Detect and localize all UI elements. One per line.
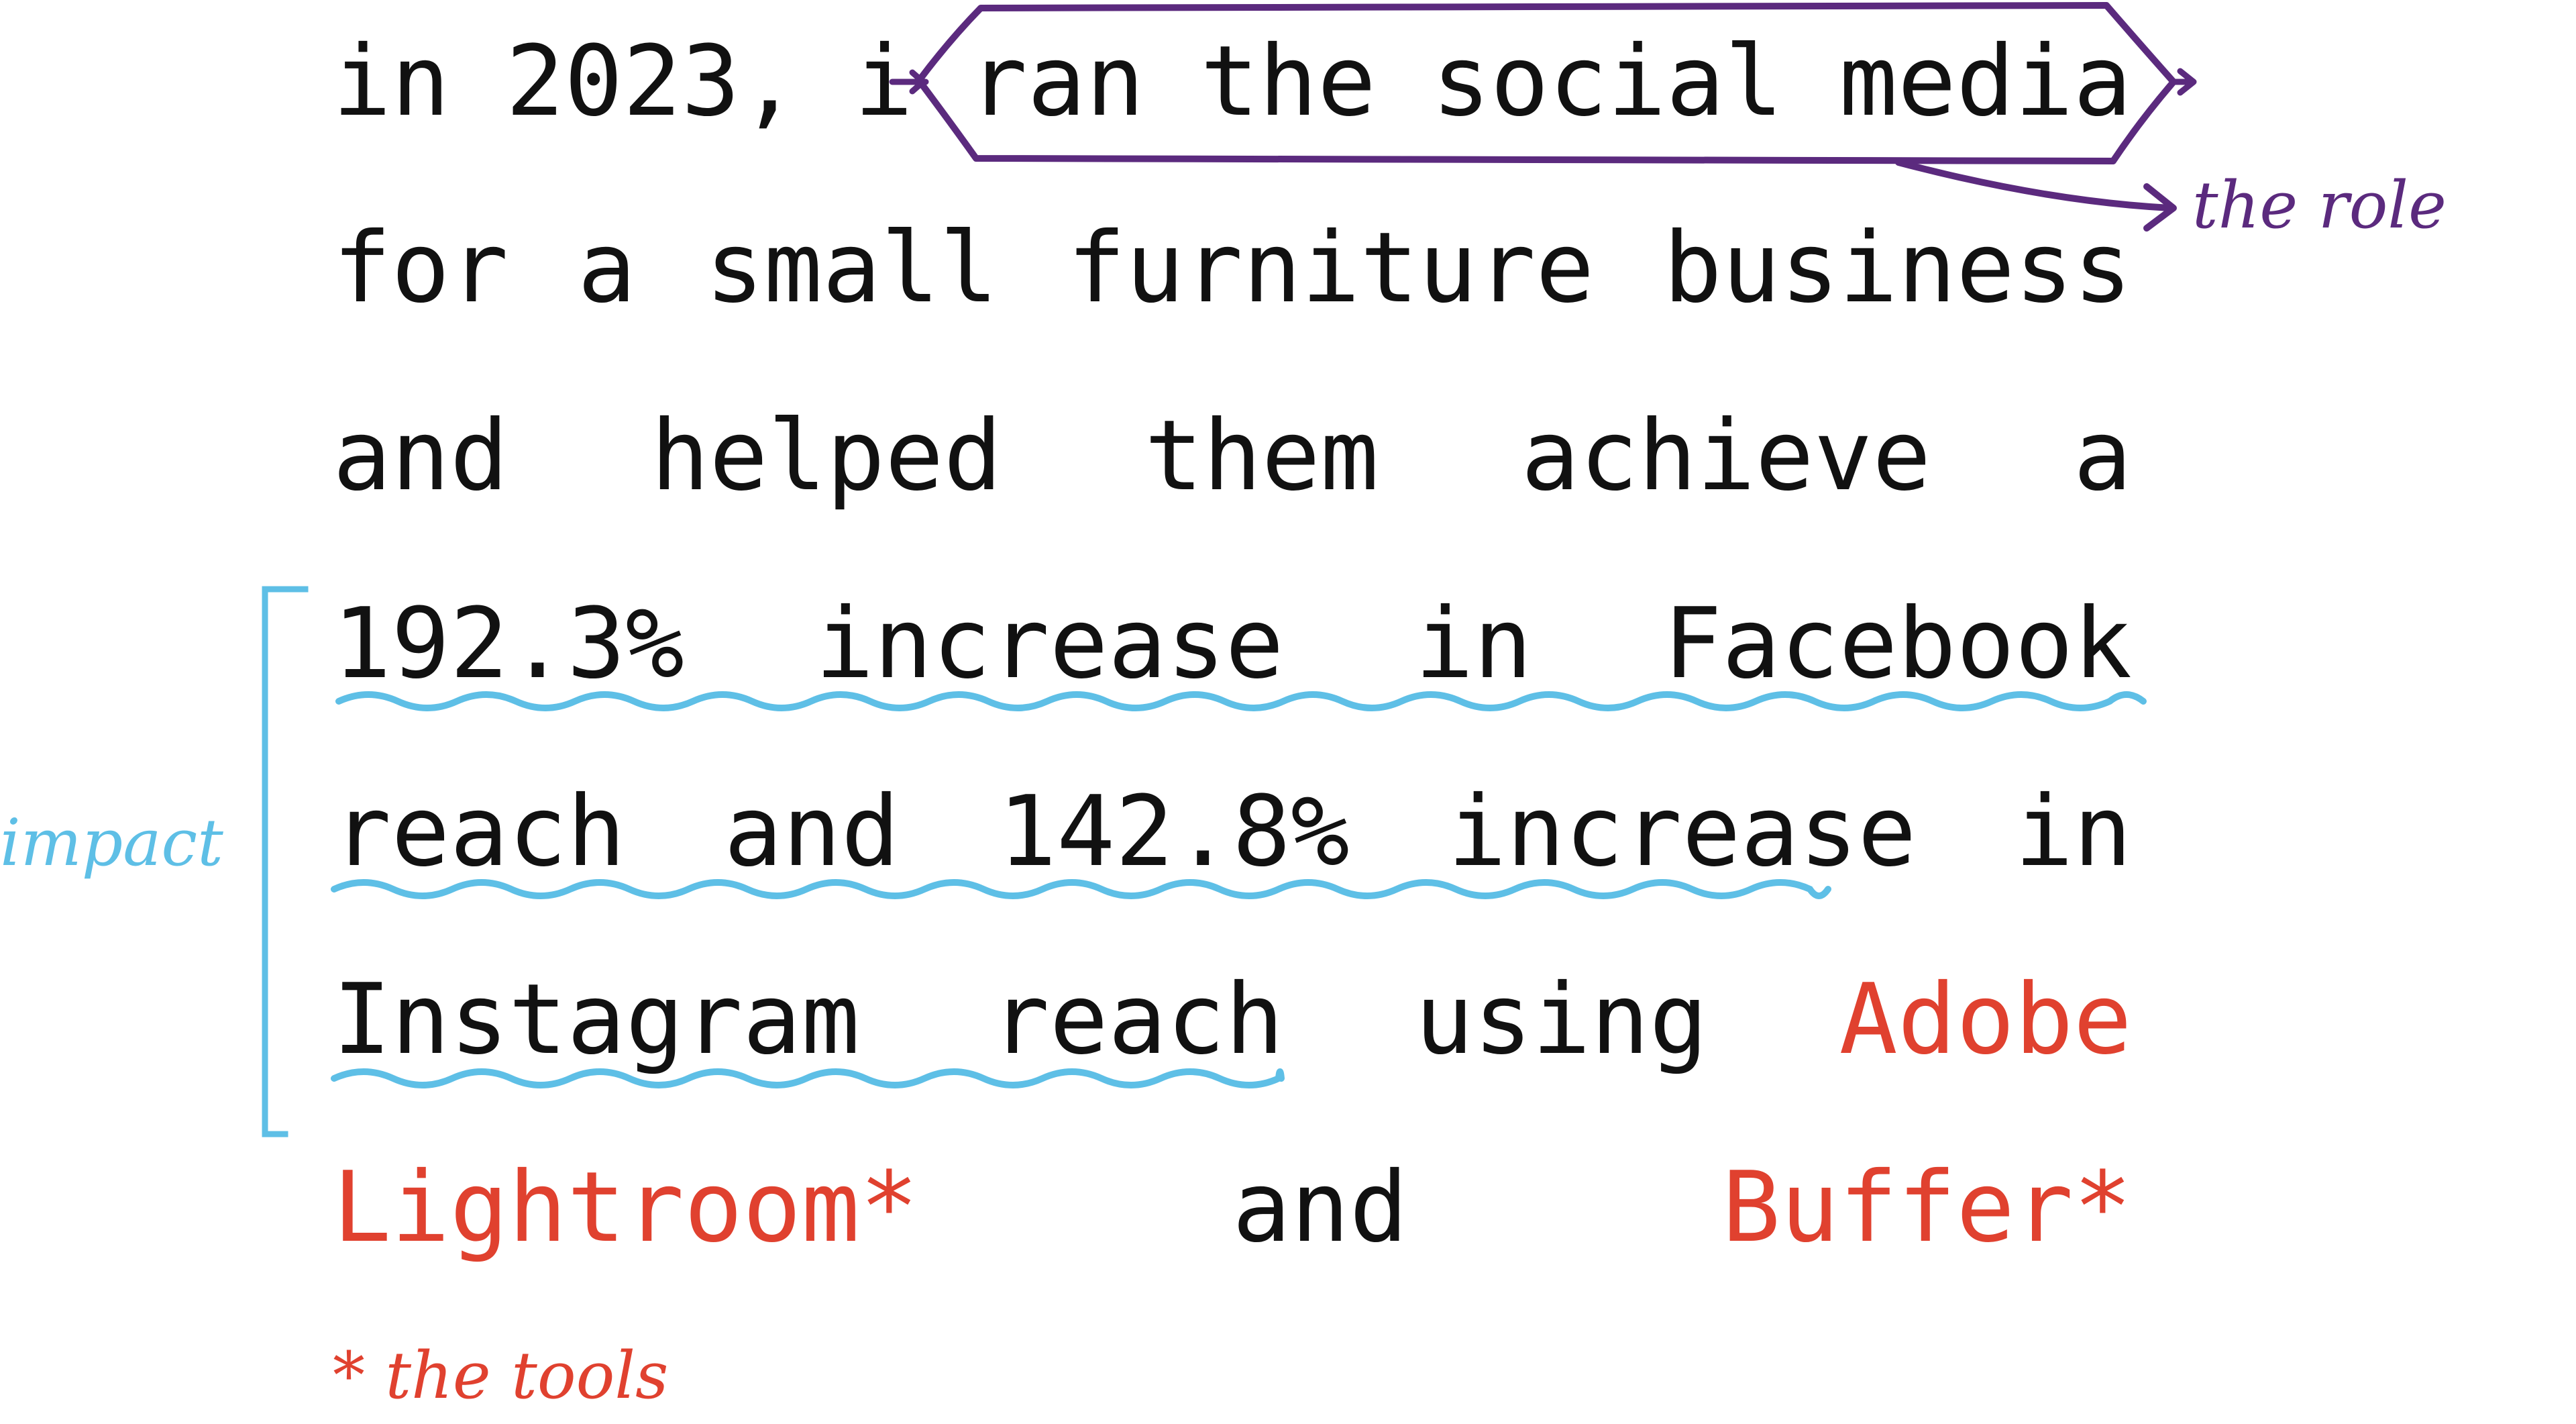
word: a <box>2073 399 2132 513</box>
impact-word: 142.8% <box>998 775 1350 888</box>
word: media <box>1839 25 2132 138</box>
impact-bracket <box>262 586 309 1137</box>
word: for <box>333 211 508 325</box>
word: achieve <box>1521 399 1931 513</box>
role-box-right-arrow <box>2170 68 2197 96</box>
word: helped <box>651 399 1002 513</box>
word: business <box>1663 211 2132 325</box>
word: i <box>854 25 913 138</box>
word: in <box>2015 775 2132 888</box>
word: them <box>1144 399 1379 513</box>
word: in <box>333 25 450 138</box>
paragraph-line-5: reach and 142.8% increase in <box>333 765 2132 899</box>
annotation-the-role: the role <box>2192 168 2447 243</box>
tool-word: Adobe <box>1839 963 2132 1076</box>
tool-word: Buffer* <box>1721 1151 2132 1264</box>
tool-word: Lightroom* <box>333 1151 918 1264</box>
paragraph-line-7: Lightroom* and Buffer* <box>333 1141 2132 1275</box>
impact-word: reach <box>333 775 626 888</box>
word: a <box>577 211 637 325</box>
word: and <box>1232 1151 1408 1264</box>
paragraph-line-3: and helped them achieve a <box>333 389 2132 523</box>
paragraph-line-1: in 2023, i ran the social media <box>333 15 2132 149</box>
impact-word: 192.3% <box>333 587 684 701</box>
word: small <box>705 211 998 325</box>
paragraph-line-4: 192.3% increase in Facebook <box>333 577 2132 711</box>
impact-word: increase <box>815 587 1284 701</box>
word: ran <box>969 25 1145 138</box>
word: and <box>333 399 508 513</box>
annotation-impact: impact <box>0 805 223 880</box>
impact-word: in <box>1415 587 1532 701</box>
paragraph-line-2: for a small furniture business <box>333 201 2132 336</box>
word: using <box>1415 963 1708 1076</box>
annotation-the-tools: * the tools <box>333 1338 669 1413</box>
impact-word: Instagram <box>333 963 860 1076</box>
impact-word: and <box>724 775 900 888</box>
impact-word: Facebook <box>1663 587 2132 701</box>
word: furniture <box>1067 211 1595 325</box>
paragraph-line-6: Instagram reach using Adobe <box>333 953 2132 1087</box>
impact-word: increase <box>1448 775 1917 888</box>
role-arrow-head <box>2143 183 2177 232</box>
impact-word: reach <box>991 963 1284 1076</box>
word: 2023, <box>505 25 799 138</box>
word: social <box>1432 25 1784 138</box>
word: the <box>1200 25 1377 138</box>
